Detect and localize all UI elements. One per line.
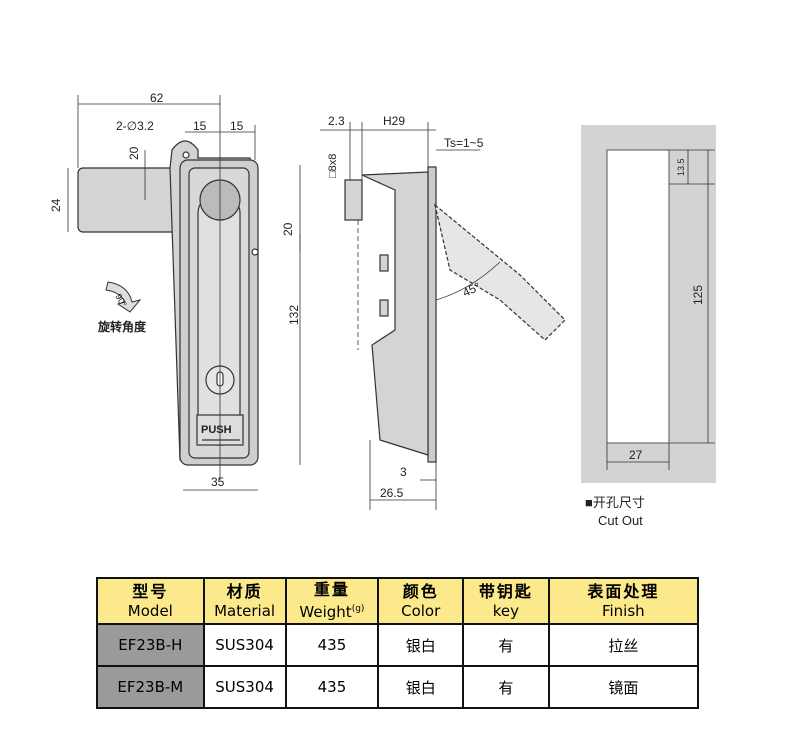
dim-15-right: 15 (230, 119, 244, 133)
cell-material: SUS304 (202, 623, 287, 667)
rotation-label: 旋转角度 (97, 319, 147, 334)
dim-62: 62 (150, 91, 164, 105)
cell-model: EF23B-M (96, 665, 205, 709)
table-row: EF23B-H SUS304 435 银白 有 拉丝 (96, 623, 700, 667)
push-label: PUSH (201, 424, 232, 436)
cutout-label-en: Cut Out (598, 513, 643, 528)
dim-ts: Ts=1~5 (444, 136, 484, 150)
cell-weight: 435 (284, 623, 380, 667)
dim-132: 132 (287, 305, 301, 325)
dim-26-5: 26.5 (380, 486, 404, 500)
table-row: EF23B-M SUS304 435 银白 有 镜面 (96, 665, 700, 709)
dim-125: 125 (691, 285, 705, 305)
dim-13-5: 13.5 (676, 158, 686, 176)
cell-weight: 435 (284, 665, 380, 709)
dim-20-right: 20 (281, 222, 295, 236)
dim-h29: H29 (383, 114, 405, 128)
technical-drawing: 62 2-∅3.2 15 15 20 24 20 132 35 PUSH 90°… (49, 91, 716, 528)
side-view (344, 166, 566, 463)
rotation-arrow-icon (105, 281, 142, 313)
dim-20-top: 20 (127, 146, 141, 160)
dim-2-3: 2.3 (328, 114, 345, 128)
dim-holes: 2-∅3.2 (116, 119, 154, 133)
cutout-label-cn: ■开孔尺寸 (585, 495, 645, 510)
cell-color: 银白 (377, 623, 465, 667)
cell-model: EF23B-H (96, 623, 205, 667)
front-view (77, 140, 259, 466)
dim-15-left: 15 (193, 119, 207, 133)
cell-material: SUS304 (202, 665, 287, 709)
cell-key: 有 (462, 665, 550, 709)
front-dimension-lines (67, 95, 301, 491)
side-dimension-lines (320, 122, 501, 510)
cell-key: 有 (462, 623, 550, 667)
dim-square: □8x8 (327, 154, 339, 178)
cutout-dimension-lines (606, 149, 715, 470)
dim-24: 24 (49, 198, 63, 212)
dim-35: 35 (211, 475, 225, 489)
cell-finish: 镜面 (547, 665, 700, 709)
dim-27: 27 (629, 448, 643, 462)
cell-color: 银白 (377, 665, 465, 709)
dim-3: 3 (400, 465, 407, 479)
cell-finish: 拉丝 (547, 623, 700, 667)
cutout-hole (606, 149, 670, 444)
